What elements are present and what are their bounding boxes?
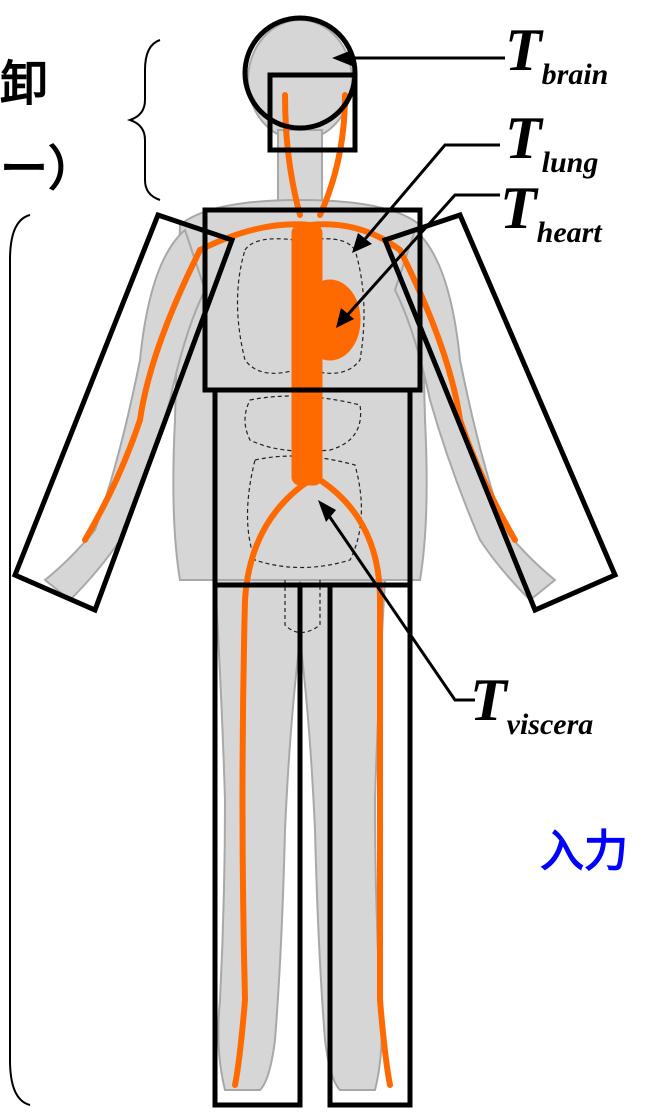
label-t-lung: Tlung: [505, 108, 598, 168]
label-t-viscera-main: T: [470, 667, 507, 733]
left-text-line1: 卸: [0, 60, 48, 108]
label-t-brain-sub: brain: [542, 58, 609, 91]
label-t-viscera: Tviscera: [470, 670, 593, 730]
right-input-text: 入力: [540, 830, 628, 874]
left-text-line2: ー）: [0, 145, 96, 193]
label-t-lung-sub: lung: [542, 146, 599, 179]
label-t-brain: Tbrain: [505, 20, 608, 80]
label-t-viscera-sub: viscera: [507, 708, 594, 741]
label-t-lung-main: T: [505, 105, 542, 171]
label-t-brain-main: T: [505, 17, 542, 83]
label-t-heart: Theart: [500, 178, 602, 238]
label-t-heart-sub: heart: [537, 216, 602, 249]
label-t-heart-main: T: [500, 175, 537, 241]
